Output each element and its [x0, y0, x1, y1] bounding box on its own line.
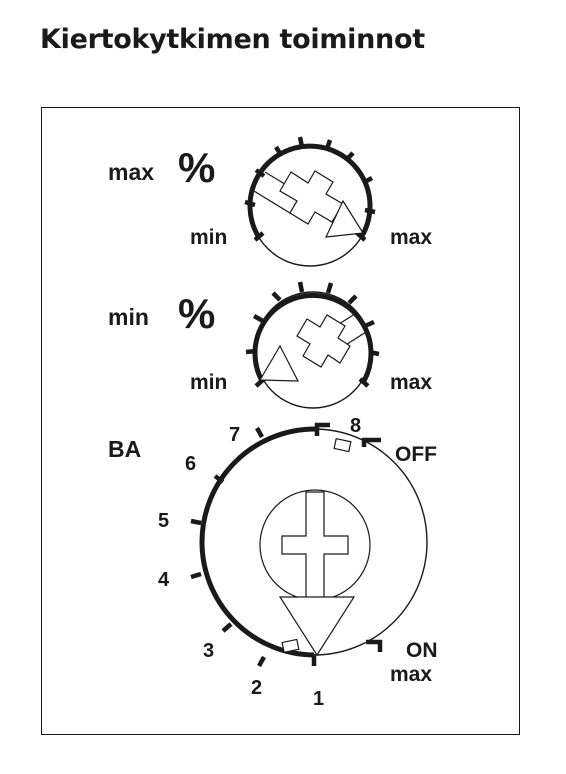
dial-max-percent: max % min max: [108, 136, 432, 267]
dial-ba-on-label: ON: [406, 639, 438, 662]
dial-min-ticks: [245, 281, 380, 388]
dial-max-knob-icon: [253, 170, 365, 238]
dial-min-scale-max: max: [390, 371, 432, 394]
dial-ba-pos8-marker: [314, 422, 330, 436]
dial-ba-pos-4: 4: [158, 569, 170, 591]
dial-ba-off-marker: [361, 437, 381, 447]
dial-ba-off-label: OFF: [395, 443, 437, 466]
dial-min-name: min: [108, 304, 149, 330]
dial-ba-pos-6: 6: [185, 453, 196, 475]
dial-ba-pos-7: 7: [229, 424, 240, 446]
dial-min-scale-min: min: [190, 371, 227, 394]
dial-ba-on-sublabel: max: [390, 663, 432, 686]
dial-ba-knob-icon: [259, 489, 371, 657]
dial-ba-detent-top: [333, 437, 352, 453]
dial-max-ticks: [244, 136, 376, 242]
dial-ba-detent-bottom: [281, 638, 300, 654]
dial-ba-pos-3: 3: [203, 640, 214, 662]
dial-max-scale-arc: [247, 143, 373, 238]
dial-min-unit: %: [178, 290, 215, 337]
dial-ba-pos-1: 1: [313, 688, 324, 710]
dial-min-scale-arc: [252, 292, 374, 383]
dial-min-percent: min % min max: [108, 281, 432, 409]
dial-ba-ticks: [190, 426, 266, 668]
dial-max-unit: %: [178, 144, 215, 191]
dial-max-scale-max: max: [390, 226, 432, 249]
dial-ba: BA 1 2 3 4 5 6: [108, 415, 438, 710]
dial-ba-scale-arc: [199, 426, 317, 658]
dial-max-name: max: [108, 159, 154, 185]
dial-ba-on-marker: [366, 639, 383, 652]
dial-ba-pos-8: 8: [350, 415, 361, 437]
dial-max-scale-min: min: [190, 226, 227, 249]
page-title: Kiertokytkimen toiminnot: [40, 24, 425, 55]
dial-min-knob-icon: [258, 313, 367, 382]
dial-ba-pos-5: 5: [158, 510, 169, 532]
dial-ba-name: BA: [108, 436, 141, 462]
dial-ba-pos-2: 2: [251, 677, 262, 699]
